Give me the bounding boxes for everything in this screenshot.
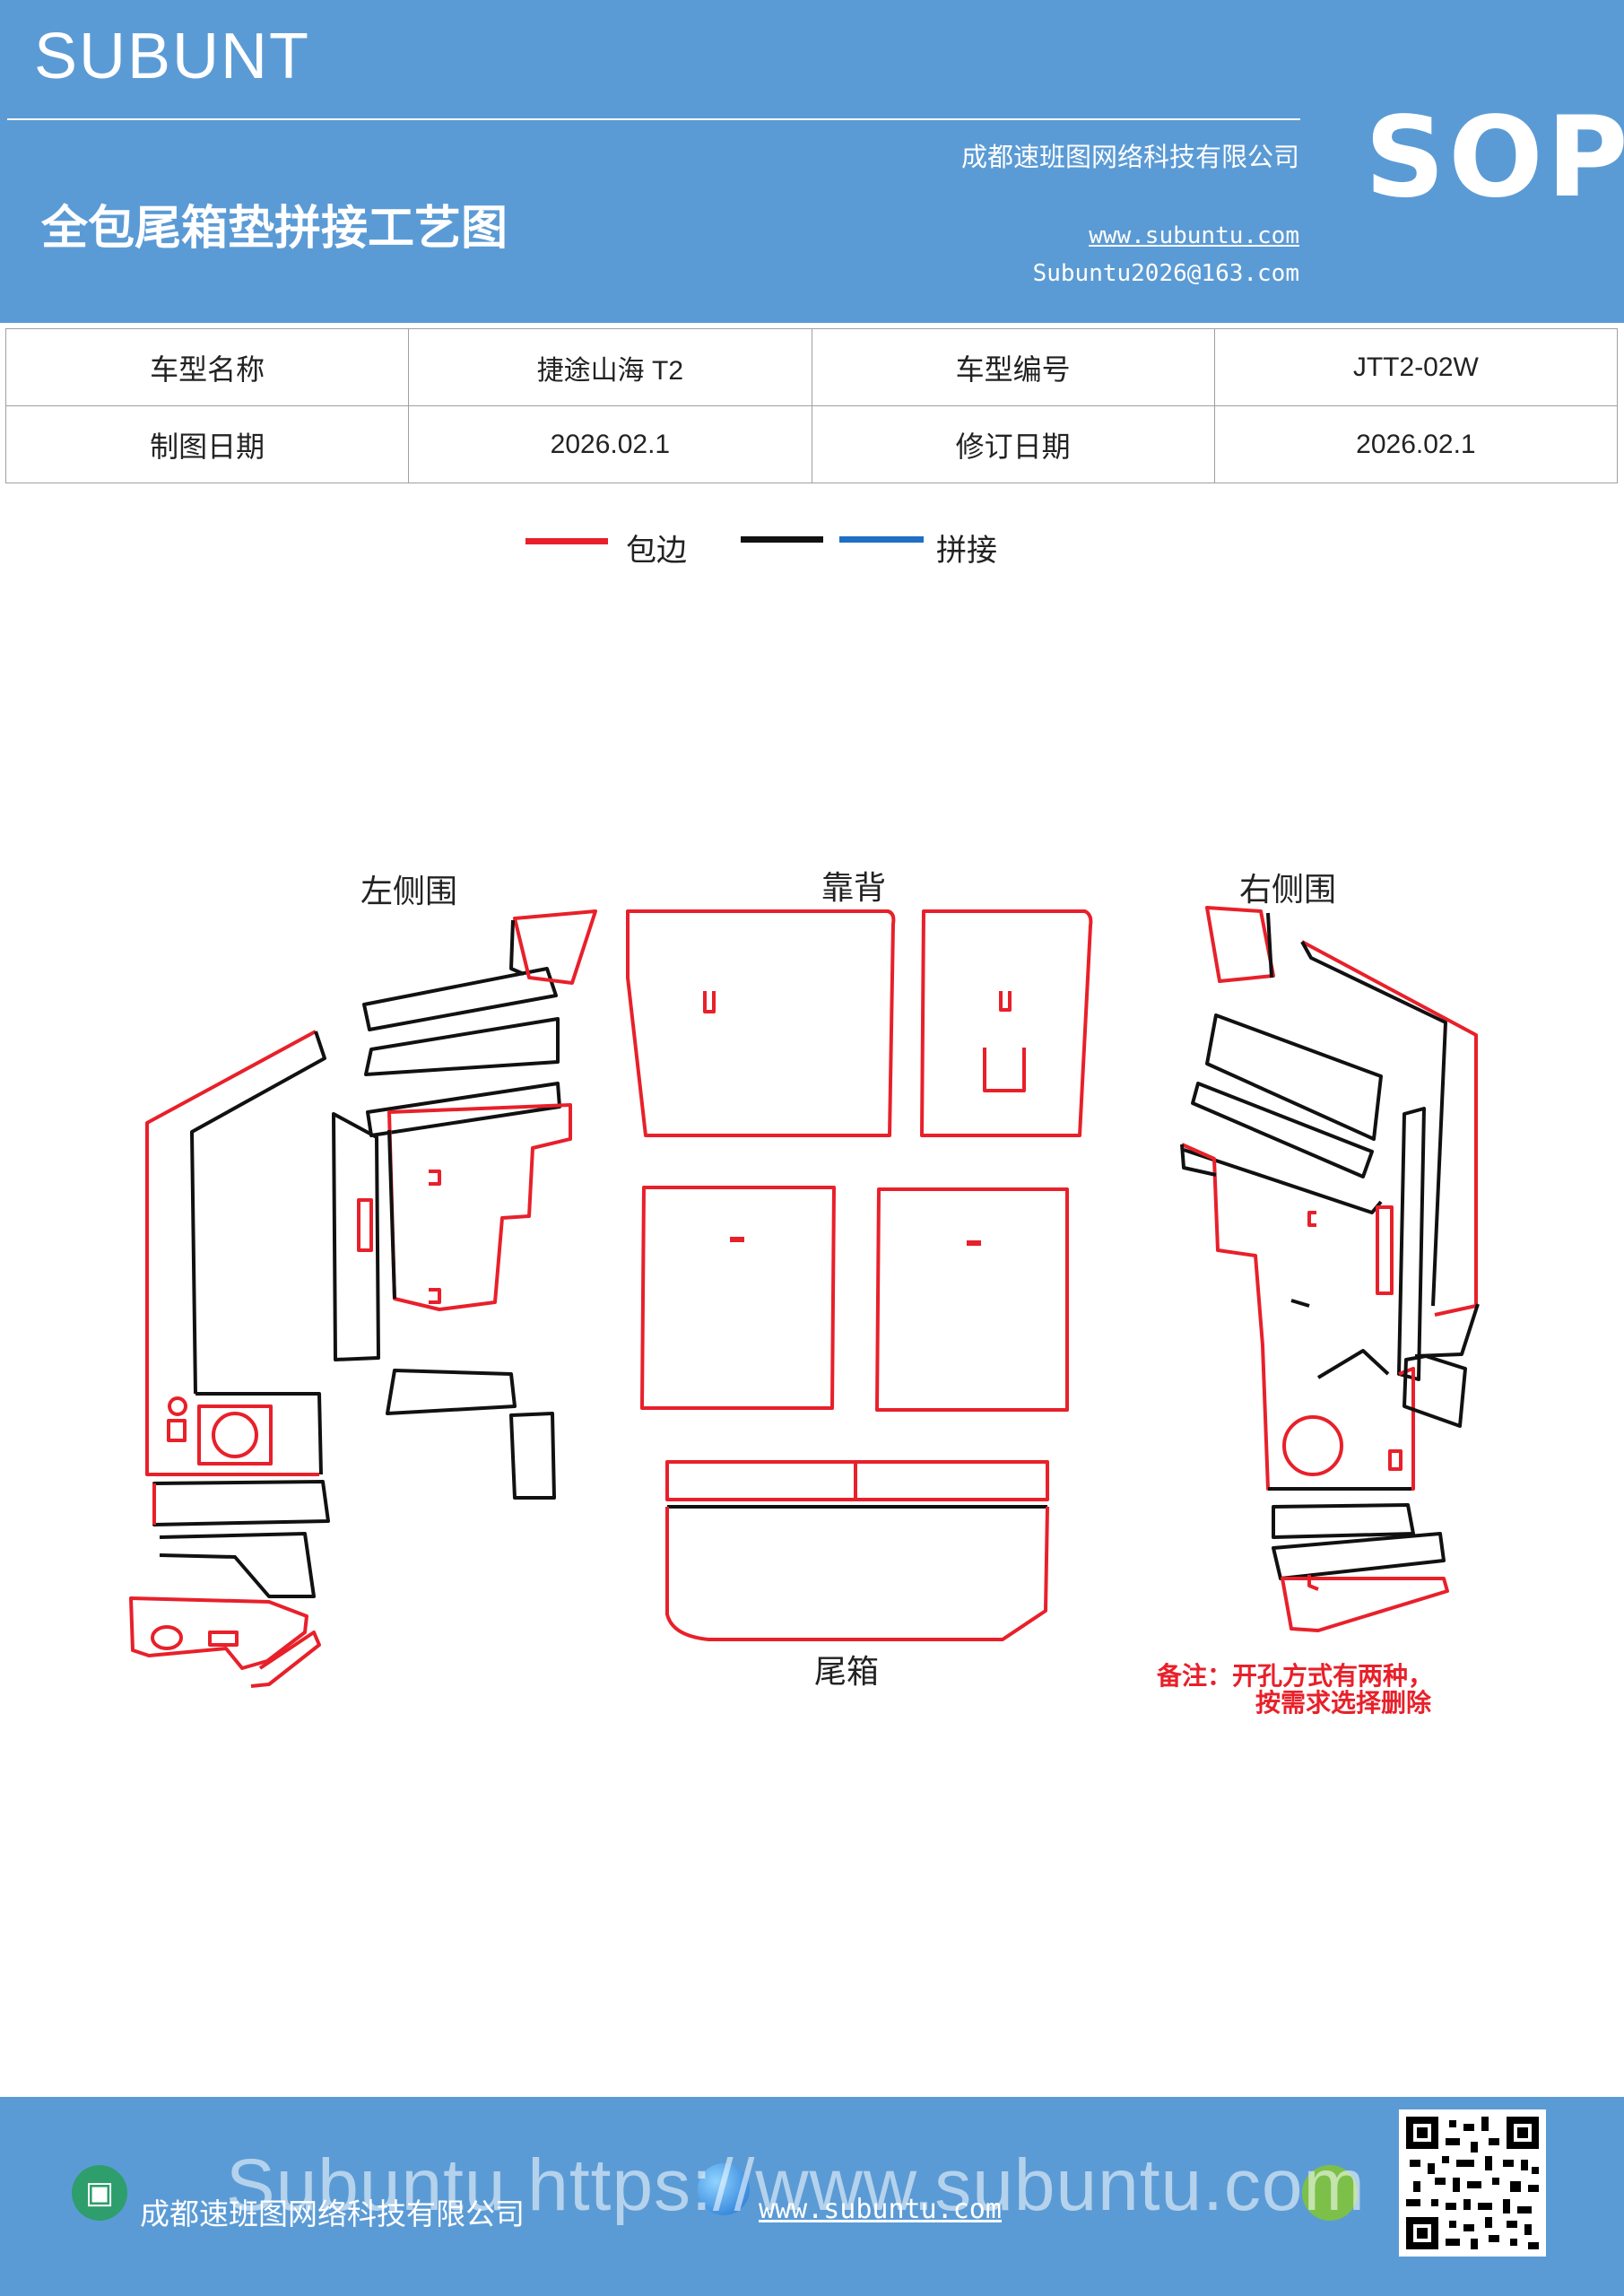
right-side-outer-edge (1301, 940, 1478, 1317)
right-seam (1414, 1303, 1480, 1358)
table-cell: 2026.02.1 (1213, 405, 1619, 483)
header-banner (0, 0, 1624, 323)
left-top-seam (509, 919, 525, 976)
legend-seam-blue-swatch (839, 536, 924, 543)
footer-watermark-text: Subuntu https://www.subuntu.com (226, 2144, 1366, 2226)
left-main-seam (387, 1129, 396, 1300)
table-cell: 车型名称 (4, 328, 410, 406)
table-cell: 制图日期 (4, 405, 410, 483)
table-cell: 2026.02.1 (408, 405, 812, 483)
right-top-seam (1266, 912, 1273, 978)
left-fan-cutout (197, 1405, 273, 1465)
trunk-floor-piece (665, 1506, 1049, 1641)
left-hole (167, 1419, 187, 1442)
table-cell: 修订日期 (811, 405, 1215, 483)
left-strip-piece (152, 1480, 330, 1526)
table-cell: JTT2-02W (1213, 328, 1619, 406)
page-title: 全包尾箱垫拼接工艺图 (41, 202, 508, 256)
company-name: 成都速班图网络科技有限公司 (960, 142, 1299, 172)
right-panel-strip (1191, 1082, 1374, 1178)
wechat-icon (1302, 2165, 1358, 2221)
table-row: 制图日期 2026.02.1 修订日期 2026.02.1 (4, 405, 1619, 483)
left-small-piece (250, 1631, 321, 1688)
brand-logo-text: SUBUNT (34, 21, 311, 92)
right-vertical-piece (1397, 1107, 1426, 1381)
right-hole (1388, 1449, 1403, 1471)
email-address: Subuntu2026@163.com (1032, 260, 1299, 287)
backrest-slot (999, 991, 1012, 1012)
right-seam (1316, 1349, 1390, 1379)
legend-seam-label: 拼接 (936, 533, 997, 569)
left-hole (168, 1396, 187, 1416)
left-bottom-piece (129, 1596, 308, 1670)
trunk-strip (665, 1460, 1049, 1501)
header-divider (7, 118, 1300, 120)
left-vertical-piece (332, 1112, 380, 1361)
fan-icon (212, 1412, 258, 1458)
backrest-cutout (983, 1048, 1026, 1092)
legend-edge-swatch (525, 538, 608, 544)
right-seam (1290, 1299, 1310, 1308)
label-trunk: 尾箱 (814, 1654, 879, 1691)
note-line-2: 按需求选择删除 (1255, 1688, 1432, 1718)
left-hole (151, 1625, 183, 1650)
label-backrest: 靠背 (821, 870, 886, 907)
right-tab (1307, 1211, 1316, 1227)
right-square-piece (1403, 1354, 1467, 1428)
sop-badge: SOP (1365, 93, 1624, 222)
right-panel-strip (1205, 1013, 1383, 1141)
qr-code[interactable] (1399, 2109, 1546, 2257)
backrest-lower-right-piece (875, 1187, 1069, 1412)
note-line-1: 备注：开孔方式有两种， (1156, 1661, 1433, 1691)
right-bottom-piece (1281, 1577, 1449, 1632)
right-top-corner-piece (1205, 906, 1275, 983)
left-side-seam (195, 1392, 323, 1475)
website-link[interactable]: www.subuntu.com (1089, 222, 1299, 249)
right-main-piece (1181, 1143, 1415, 1491)
left-side-inner-seam (190, 1031, 326, 1395)
backrest-slot (703, 991, 716, 1013)
legend-edge-label: 包边 (626, 533, 687, 569)
left-top-corner-piece (513, 909, 597, 985)
cutting-diagram: 左侧围 靠背 右侧围 尾箱 (129, 870, 1480, 1718)
footer-company-name: 成都速班图网络科技有限公司 (140, 2196, 525, 2231)
backrest-upper-left-piece (626, 909, 896, 1137)
left-lower-piece (509, 1412, 556, 1500)
building-icon: ▣ (72, 2165, 127, 2221)
left-panel-strip (364, 1017, 560, 1076)
label-left-side: 左侧围 (360, 874, 457, 910)
left-corner-piece (159, 1532, 316, 1598)
right-side-inner-seam (1300, 941, 1447, 1307)
table-row: 车型名称 捷途山海 T2 车型编号 JTT2-02W (4, 328, 1619, 406)
left-hole (208, 1631, 239, 1647)
right-slot (1376, 1205, 1394, 1295)
globe-icon (698, 2163, 750, 2215)
info-table: 车型名称 捷途山海 T2 车型编号 JTT2-02W 制图日期 2026.02.… (4, 328, 1619, 483)
left-tab (429, 1288, 441, 1304)
fan-icon (1282, 1415, 1343, 1476)
left-slot (357, 1198, 373, 1252)
right-strip-piece (1272, 1503, 1415, 1539)
backrest-upper-right-piece (920, 909, 1093, 1137)
right-corner-piece (1272, 1532, 1446, 1580)
table-cell: 捷途山海 T2 (408, 328, 812, 406)
left-panel-strip (362, 967, 558, 1031)
legend-seam-black-swatch (741, 536, 823, 543)
right-tab (1307, 1575, 1319, 1591)
left-main-piece (387, 1103, 572, 1311)
table-cell: 车型编号 (811, 328, 1215, 406)
left-tab (429, 1170, 441, 1186)
backrest-lower-left-piece (640, 1186, 836, 1410)
left-side-outer-edge (145, 1030, 319, 1476)
left-lower-piece (386, 1369, 517, 1415)
right-main-seam (1180, 1144, 1217, 1177)
footer-website-link[interactable]: www.subuntu.com (759, 2194, 1002, 2225)
label-right-side: 右侧围 (1239, 872, 1336, 909)
